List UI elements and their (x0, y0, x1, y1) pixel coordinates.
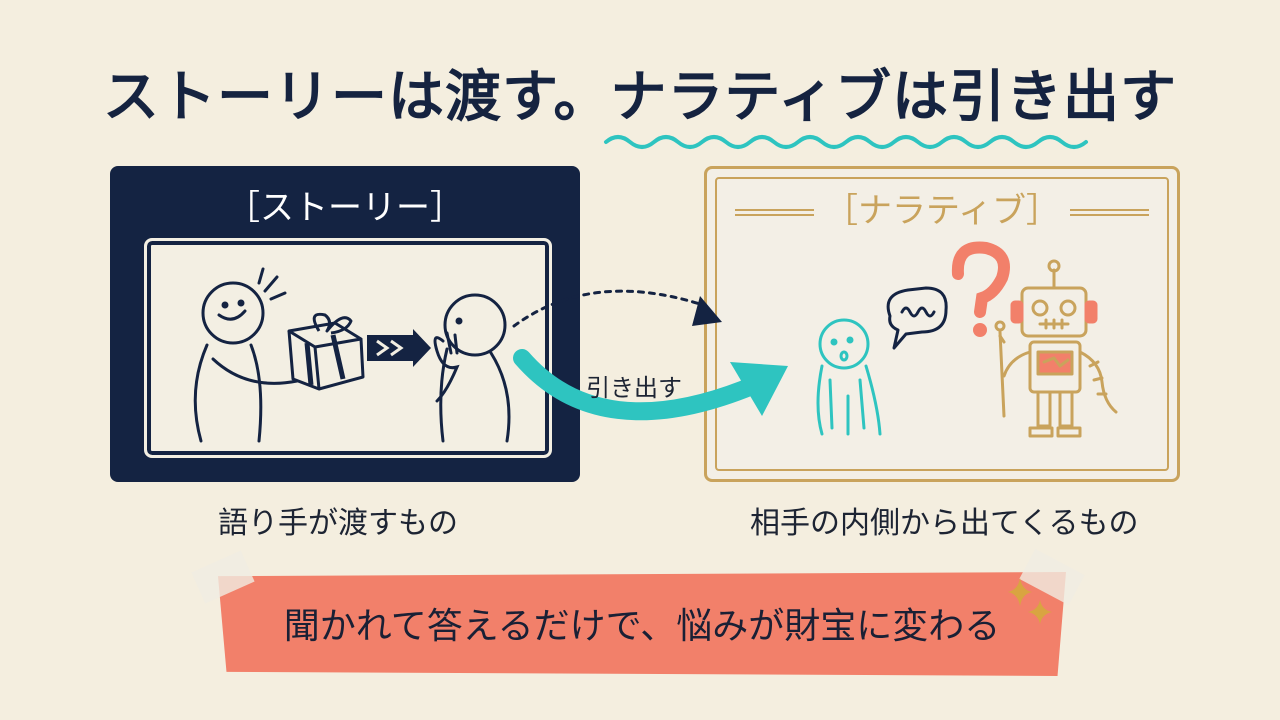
speech-bubble-icon (886, 286, 948, 350)
gift-icon (287, 312, 365, 391)
story-illustration (193, 267, 511, 443)
story-panel: ［ストーリー］ (110, 166, 580, 482)
listener-person-icon (816, 318, 882, 436)
arrow-label: 引き出す (586, 374, 682, 402)
page-title: ストーリーは渡す。ナラティブは引き出す (0, 52, 1280, 149)
narrative-caption: 相手の内側から出てくるもの (750, 506, 1139, 541)
receiver-person-icon (433, 293, 511, 443)
banner-text: 聞かれて答えるだけで、悩みが財宝に変わる (283, 606, 1001, 647)
title-part-story: ストーリーは渡す。 (102, 65, 611, 130)
title-part-narrative-text: ナラティブは引き出す (610, 65, 1178, 130)
double-arrow-icon (367, 329, 431, 367)
wavy-underline-icon (604, 135, 1089, 149)
narrative-panel: ［ナラティブ］ (704, 166, 1180, 482)
story-caption: 語り手が渡すもの (218, 506, 458, 541)
narrative-illustration (816, 241, 1118, 438)
giver-person-icon (193, 267, 299, 443)
title-part-narrative: ナラティブは引き出す (604, 65, 1178, 149)
robot-icon (994, 259, 1118, 438)
narrative-label: ［ナラティブ］ (707, 183, 1177, 232)
narrative-label-line-right (1049, 209, 1149, 216)
narrative-label-line-left (735, 209, 835, 216)
narrative-label-text: ［ナラティブ］ (814, 191, 1070, 231)
story-illustration-frame (144, 238, 552, 458)
question-mark-icon (951, 241, 1010, 337)
story-label: ［ストーリー］ (226, 188, 464, 228)
banner (218, 572, 1066, 676)
